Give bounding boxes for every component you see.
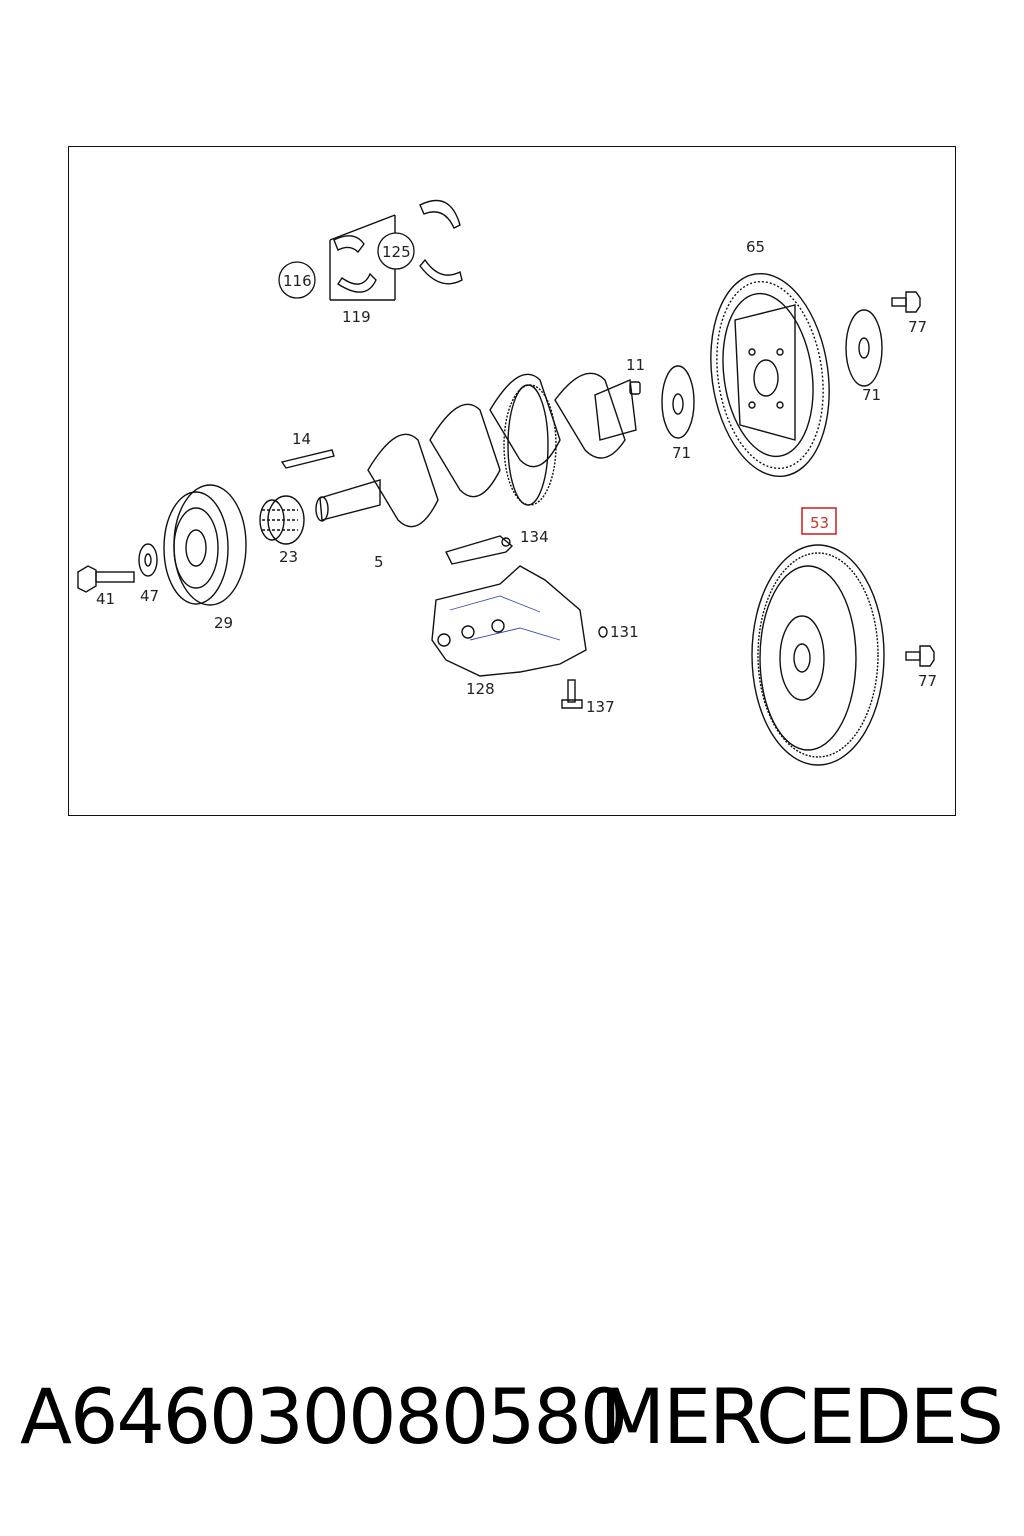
callout-53[interactable]: 53 (810, 514, 829, 532)
callout-71-right[interactable]: 71 (862, 386, 881, 404)
bolt-41: 41 (77, 565, 135, 608)
callout-41[interactable]: 41 (96, 590, 115, 608)
plug-131: 131 (598, 623, 639, 641)
washer-71-right: 71 (845, 309, 883, 404)
brand-name: MERCEDES (599, 1372, 1004, 1461)
vibration-damper-29: 29 (163, 484, 247, 632)
callout-47[interactable]: 47 (140, 587, 159, 605)
gear-23: 23 (259, 495, 305, 566)
bolt-77-top: 77 (891, 291, 927, 336)
bolt-77-bottom: 77 (905, 645, 937, 690)
callout-29[interactable]: 29 (214, 614, 233, 632)
callout-circle-125[interactable] (377, 232, 415, 270)
callout-14[interactable]: 14 (292, 430, 311, 448)
highlight-box-53 (801, 507, 837, 535)
washer-71-middle: 71 (661, 365, 695, 462)
woodruff-key-14: 14 (280, 430, 335, 469)
callout-125[interactable]: 125 (382, 243, 411, 261)
crankshaft-5: 5 (315, 372, 637, 571)
oil-pump-128: 128 (431, 565, 587, 698)
callout-116[interactable]: 116 (283, 272, 312, 290)
callout-119[interactable]: 119 (342, 308, 371, 326)
callout-5[interactable]: 5 (374, 553, 384, 571)
flywheel-53: 53 (751, 507, 885, 766)
washer-47: 47 (138, 543, 159, 605)
callout-77-bottom[interactable]: 77 (918, 672, 937, 690)
bearing-shells-group: 116 125 119 (278, 199, 463, 326)
callout-11[interactable]: 11 (626, 356, 645, 374)
callout-131[interactable]: 131 (610, 623, 639, 641)
callout-128[interactable]: 128 (466, 680, 495, 698)
callout-71-middle[interactable]: 71 (672, 444, 691, 462)
callout-134[interactable]: 134 (520, 528, 549, 546)
dowel-pin-11: 11 (626, 356, 645, 395)
parts-diagram-frame (68, 146, 956, 816)
callout-65[interactable]: 65 (746, 238, 765, 256)
callout-137[interactable]: 137 (586, 698, 615, 716)
parts-diagram: 116 125 119 65 77 71 11 71 (77, 199, 937, 766)
callout-77-top[interactable]: 77 (908, 318, 927, 336)
callout-23[interactable]: 23 (279, 548, 298, 566)
bracket-134: 134 (445, 528, 549, 565)
callout-circle-116[interactable] (278, 261, 316, 299)
bolt-137: 137 (561, 679, 615, 716)
flexplate-65: 65 (710, 238, 830, 478)
footer: A646030080580 MERCEDES (0, 1372, 1024, 1472)
part-number: A646030080580 (20, 1372, 628, 1461)
